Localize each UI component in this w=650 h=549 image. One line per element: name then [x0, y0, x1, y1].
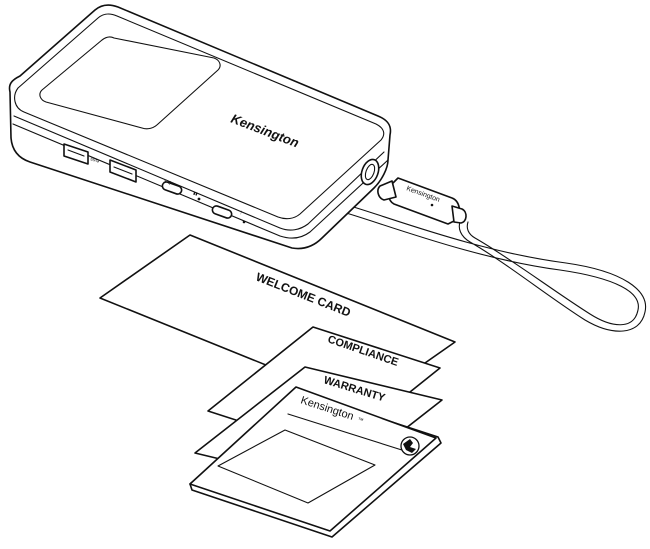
quick-start-guide: Kensington ™ [189, 386, 442, 538]
dock-top-panel [39, 36, 221, 130]
led-indicator-icon: ⁞ [239, 210, 242, 216]
usb-c-port-1: ⚡◁ [161, 178, 183, 195]
usb-c-connector: Kensington [377, 177, 467, 225]
side-round-port [360, 158, 380, 186]
status-indicator: ⁞ [239, 210, 246, 224]
usb-a-port-1: ss⇆ [63, 143, 100, 165]
kensington-dock: Kensington ss⇆ ⚡◁ ▮▮ [8, 4, 392, 250]
usb-a-ss-icon: ss⇆ [89, 156, 100, 165]
usb-c-cable: Kensington [320, 177, 647, 332]
usb-a-port-2 [109, 159, 137, 183]
globe-logo-icon [400, 436, 420, 456]
usb-c-port-2 [211, 205, 233, 219]
usb-c-icon: ⚡◁ [162, 178, 171, 186]
power-led-icon: ▮▮ [193, 190, 199, 196]
front-port-row: ss⇆ ⚡◁ ▮▮ ⁞ [63, 143, 246, 224]
quick-start-trademark: ™ [356, 416, 364, 425]
power-led: ▮▮ [193, 190, 201, 201]
